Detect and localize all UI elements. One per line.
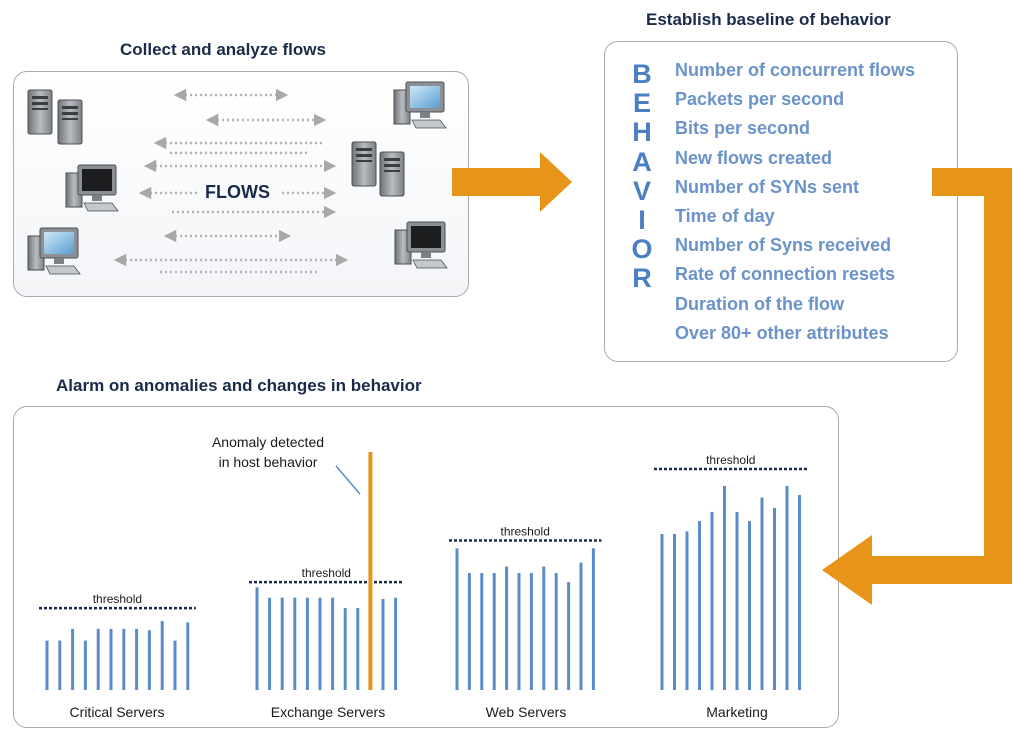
chart-bar — [673, 534, 676, 690]
chart-bar — [268, 597, 272, 690]
behavior-attribute: Rate of connection resets — [675, 264, 896, 285]
behavior-attribute: Number of Syns received — [675, 235, 892, 256]
chart-bar — [773, 508, 776, 690]
chart-bar — [567, 582, 571, 690]
chart-bar — [280, 597, 284, 690]
chart-bar — [710, 511, 714, 690]
right-arrow-icon — [452, 152, 572, 212]
chart-bar — [394, 597, 398, 690]
chart-bar — [293, 597, 297, 690]
desktop-left-icon — [65, 164, 119, 212]
behavior-letter: O — [631, 234, 653, 265]
chart-bar — [45, 640, 49, 690]
behavior-letter: A — [632, 146, 652, 177]
alarm-heading: Alarm on anomalies and changes in behavi… — [56, 376, 422, 395]
behavior-attribute: Duration of the flow — [675, 293, 844, 314]
desktop-blue-left-icon — [27, 227, 81, 275]
chart-label: Critical Servers — [70, 704, 165, 720]
desktop-right-icon — [394, 221, 448, 269]
chart-bar — [135, 628, 139, 690]
baseline-heading: Establish baseline of behavior — [646, 10, 891, 29]
chart-bar — [381, 599, 385, 690]
anomaly-pointer — [335, 465, 361, 495]
behavior-letter: R — [632, 263, 652, 294]
chart-bar — [58, 640, 62, 690]
chart-bar — [554, 573, 558, 690]
chart-bar — [685, 531, 689, 690]
behavior-panel — [604, 41, 958, 362]
threshold-label: threshold — [302, 566, 351, 580]
anomaly-bar — [368, 452, 373, 690]
threshold-label: threshold — [501, 525, 550, 539]
behavior-letter: E — [632, 88, 651, 119]
chart-label: Marketing — [706, 704, 767, 720]
chart-bar — [160, 621, 164, 690]
chart-bar — [529, 573, 533, 690]
chart-bar — [579, 562, 583, 690]
flow-lines — [113, 88, 349, 274]
threshold-label: threshold — [706, 453, 755, 467]
behavior-attribute: Bits per second — [675, 118, 811, 139]
chart-bar — [83, 640, 87, 690]
chart-bar — [785, 485, 789, 690]
chart-bar — [517, 573, 521, 690]
chart-bar — [492, 573, 496, 690]
chart-bar — [455, 548, 459, 690]
behavior-letter: I — [638, 204, 646, 235]
chart-bar — [660, 534, 664, 690]
behavior-letter: B — [632, 59, 652, 89]
chart-bar — [467, 573, 471, 690]
chart-bar — [798, 495, 801, 690]
chart-bar — [723, 485, 726, 690]
chart-bar — [505, 566, 509, 690]
chart-bar — [109, 628, 113, 690]
chart-bar — [173, 640, 177, 690]
chart-bar — [343, 608, 347, 690]
behavior-attribute: Packets per second — [675, 89, 845, 110]
chart-bar — [318, 597, 322, 690]
server-pair-left-icon — [27, 89, 83, 145]
chart-bar — [542, 566, 546, 690]
desktop-blue-right-icon — [393, 81, 447, 129]
collect-heading: Collect and analyze flows — [120, 40, 326, 59]
chart-bar — [71, 628, 75, 690]
down-left-arrow-icon — [822, 168, 1012, 605]
chart-bar — [305, 597, 309, 690]
anomaly-label-line1: Anomaly detected — [212, 434, 324, 450]
behavior-attribute: Over 80+ other attributes — [675, 322, 889, 343]
behavior-attribute: Number of SYNs sent — [675, 176, 860, 197]
chart-bar — [147, 630, 151, 690]
chart-bar — [122, 628, 126, 690]
behavior-attribute: Time of day — [675, 205, 775, 226]
chart-bar — [591, 548, 595, 690]
behavior-letter: H — [632, 117, 652, 148]
chart-label: Web Servers — [486, 704, 567, 720]
server-pair-right-icon — [351, 141, 405, 197]
chart-bar — [480, 573, 484, 690]
flows-label: FLOWS — [205, 182, 270, 202]
chart-bar — [760, 497, 764, 690]
chart-label: Exchange Servers — [271, 704, 385, 720]
chart-bar — [331, 597, 335, 690]
chart-bar — [698, 521, 701, 690]
chart-bar — [356, 608, 360, 690]
threshold-label: threshold — [93, 592, 142, 606]
chart-bar — [186, 622, 190, 690]
behavior-attribute: Number of concurrent flows — [675, 60, 916, 80]
chart-bar — [96, 628, 100, 690]
chart-bar — [748, 521, 751, 690]
behavior-attribute: New flows created — [675, 147, 833, 168]
anomaly-label-line2: in host behavior — [219, 454, 318, 470]
chart-bar — [735, 511, 739, 690]
chart-bar — [255, 587, 259, 690]
behavior-letter: V — [632, 175, 651, 206]
